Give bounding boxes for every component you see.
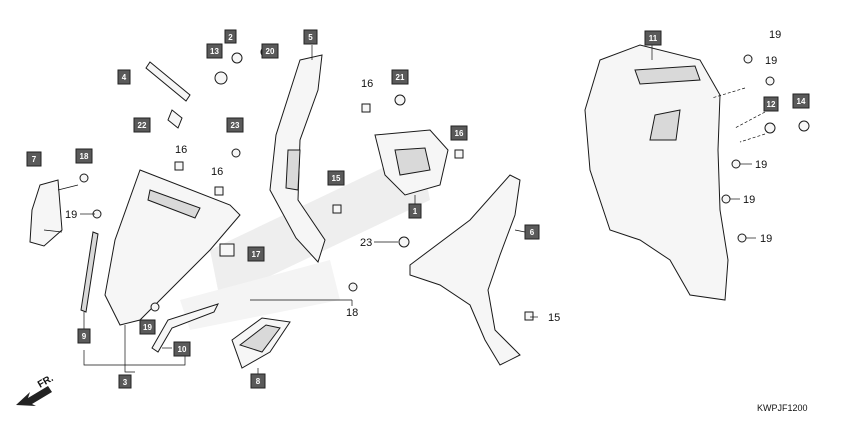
callout-2: 2 [224, 29, 237, 44]
svg-text:4: 4 [122, 73, 127, 82]
svg-text:2: 2 [228, 33, 233, 42]
svg-text:8: 8 [256, 377, 261, 386]
callout-15: 15 [327, 170, 345, 186]
part-9-strip [80, 231, 99, 330]
svg-text:6: 6 [530, 228, 535, 237]
label-18-a: 18 [346, 307, 358, 319]
callout-5: 5 [303, 29, 318, 45]
part-6-leg-shield [409, 174, 526, 366]
label-23-a: 23 [360, 237, 372, 249]
part-3-front-cover [104, 169, 241, 373]
label-19-c: 19 [765, 55, 777, 67]
svg-text:21: 21 [396, 73, 405, 82]
label-19-b: 19 [769, 29, 781, 41]
diagram-code: KWPJF1200 [757, 403, 808, 413]
callout-1: 1 [408, 203, 422, 219]
hardware [79, 46, 810, 321]
svg-text:20: 20 [266, 47, 275, 56]
label-16-c: 16 [361, 78, 373, 90]
svg-text:13: 13 [210, 47, 219, 56]
part-7-side-trim [29, 179, 79, 247]
front-direction-arrow: FR. [16, 373, 56, 406]
part-5-bracket [269, 45, 326, 263]
part-11-rear-cover [584, 44, 766, 301]
label-19-e: 19 [743, 194, 755, 206]
svg-text:17: 17 [252, 250, 261, 259]
callout-10: 10 [173, 341, 191, 357]
callout-6: 6 [524, 224, 540, 240]
callout-7: 7 [26, 151, 42, 167]
label-19-d: 19 [755, 159, 767, 171]
callout-13: 13 [206, 43, 223, 59]
svg-text:7: 7 [32, 155, 37, 164]
background-watermark [180, 150, 430, 330]
svg-text:9: 9 [82, 332, 87, 341]
label-19-f: 19 [760, 233, 772, 245]
callout-18: 18 [75, 148, 93, 164]
callout-16: 16 [450, 125, 468, 141]
svg-text:3: 3 [123, 378, 128, 387]
svg-text:19: 19 [143, 323, 152, 332]
callout-20: 20 [261, 43, 279, 59]
svg-text:14: 14 [797, 97, 806, 106]
callout-21: 21 [391, 69, 409, 85]
svg-text:18: 18 [80, 152, 89, 161]
svg-text:5: 5 [308, 33, 313, 42]
part-8-grille [231, 317, 291, 375]
svg-text:1: 1 [413, 207, 418, 216]
callout-11: 11 [644, 30, 662, 46]
callout-9: 9 [77, 328, 91, 344]
label-16-a: 16 [175, 144, 187, 156]
svg-text:16: 16 [455, 129, 464, 138]
callout-17: 17 [247, 246, 265, 262]
label-16-b: 16 [211, 166, 223, 178]
svg-text:22: 22 [138, 121, 147, 130]
svg-text:12: 12 [767, 100, 776, 109]
front-arrow-label: FR. [36, 373, 56, 391]
callout-12: 12 [763, 96, 779, 112]
callout-4: 4 [117, 69, 131, 85]
svg-text:23: 23 [231, 121, 240, 130]
svg-text:11: 11 [649, 34, 658, 43]
svg-text:10: 10 [178, 345, 187, 354]
callout-3: 3 [118, 374, 132, 389]
callout-8: 8 [250, 373, 266, 389]
callout-14: 14 [792, 93, 810, 109]
callout-23: 23 [226, 117, 244, 133]
label-15-a: 15 [548, 312, 560, 324]
callout-22: 22 [133, 117, 151, 133]
part-1-bracket-assembly [374, 129, 449, 205]
label-19-a: 19 [65, 209, 77, 221]
svg-text:15: 15 [332, 174, 341, 183]
callout-19: 19 [139, 319, 156, 335]
part-10-trim [83, 303, 219, 366]
